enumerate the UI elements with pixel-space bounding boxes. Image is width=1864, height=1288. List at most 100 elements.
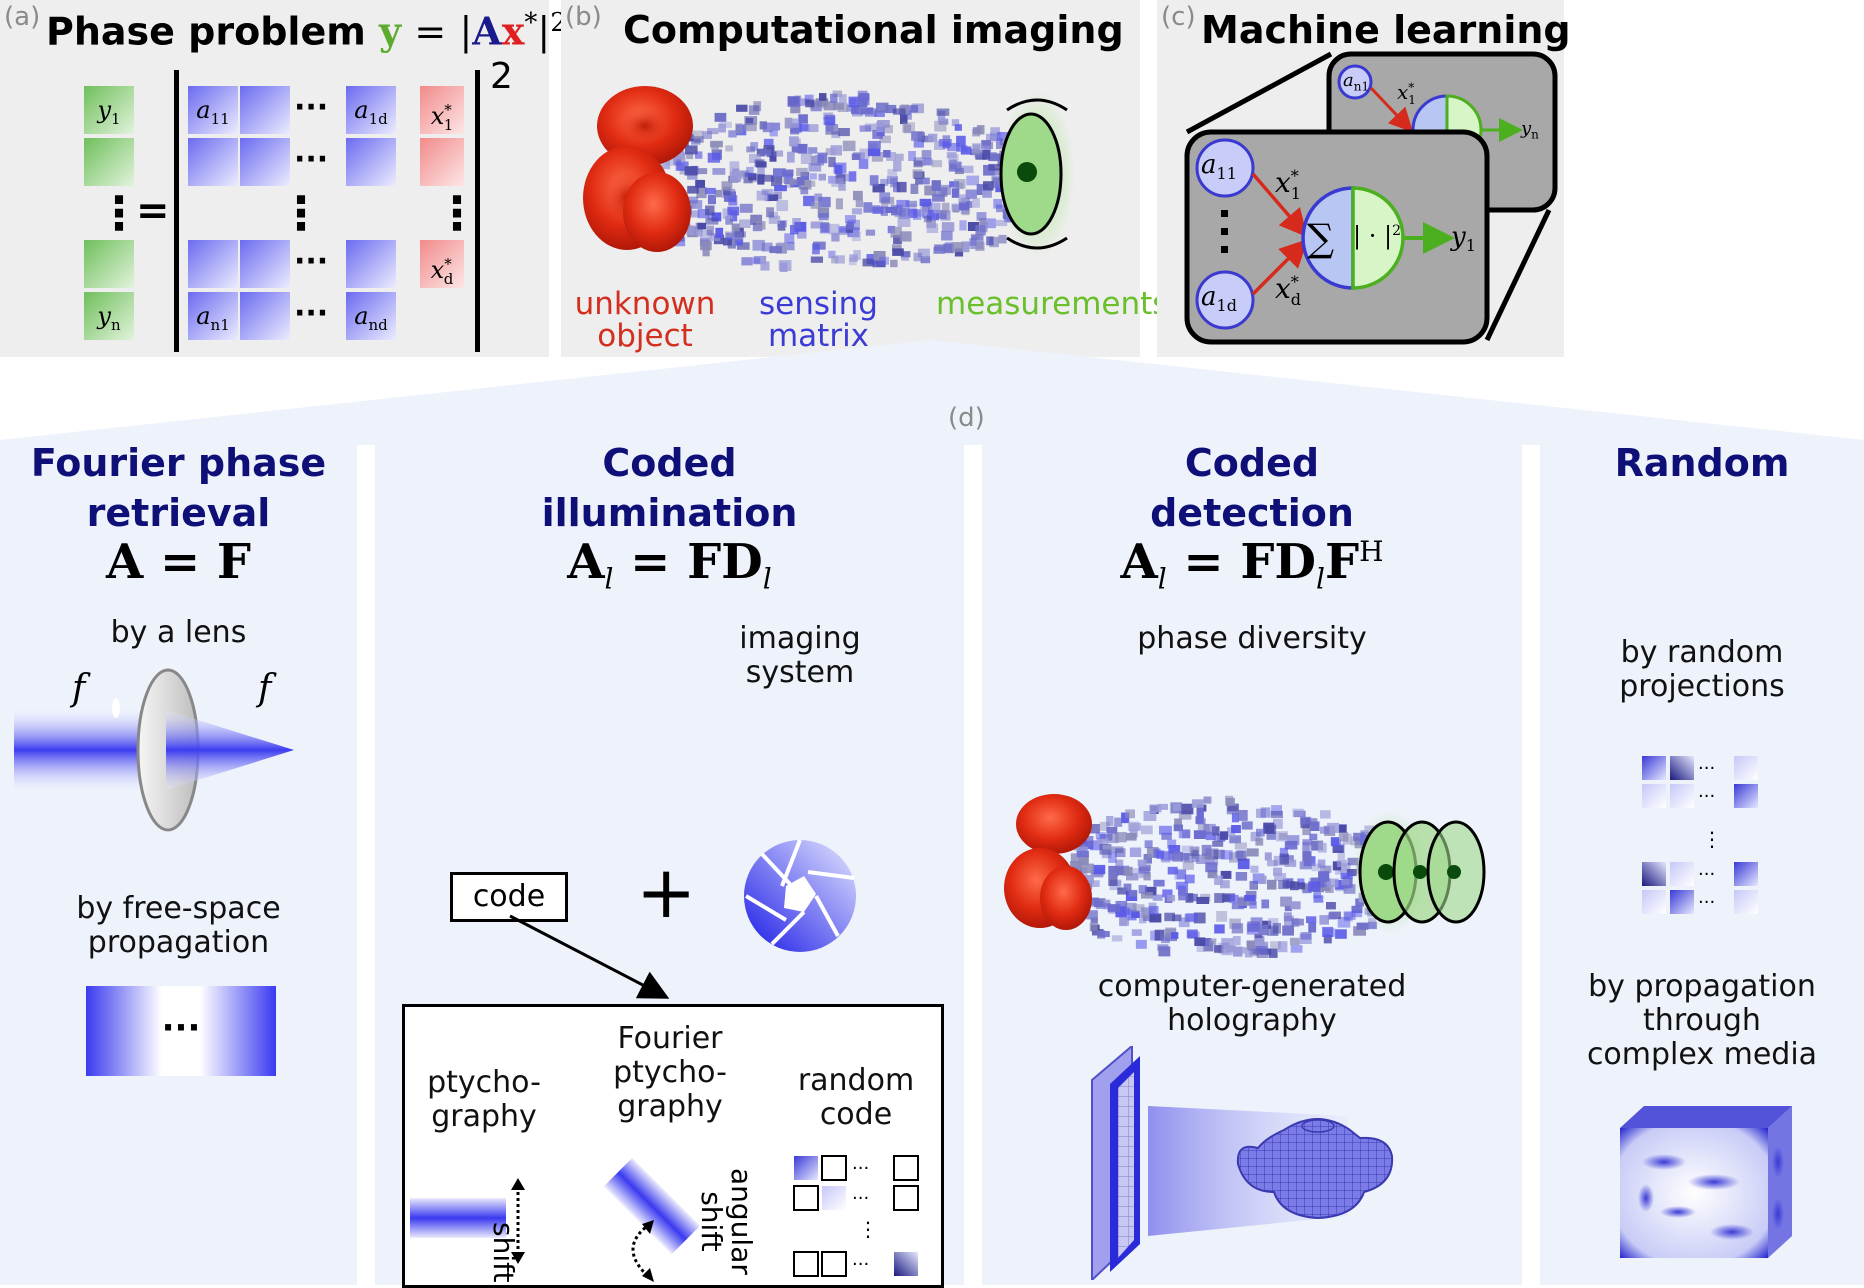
matrix-block [805, 99, 815, 108]
matrix-block [749, 153, 762, 164]
matrix-block [1232, 936, 1241, 946]
matrix-block [1284, 915, 1294, 926]
matrix-block [689, 200, 703, 209]
matrix-block [991, 175, 1005, 184]
matrix-block [1319, 878, 1331, 887]
panel-a-tag: (a) [4, 2, 41, 32]
matrix-block [1152, 894, 1163, 901]
matrix-block [757, 174, 765, 185]
matrix-block [1299, 861, 1312, 870]
matrix-block [1106, 816, 1114, 826]
matrix-block [1078, 855, 1089, 865]
matrix-block [818, 213, 829, 221]
matrix-block [748, 105, 760, 115]
matrix-block [728, 130, 737, 138]
matrix-block [903, 124, 912, 134]
matrix-block [848, 257, 857, 266]
matrix-block [1203, 941, 1214, 952]
matrix-block [1318, 871, 1330, 882]
matrix-block [808, 163, 822, 172]
matrix-block [1135, 939, 1147, 949]
matrix-block [998, 234, 1007, 244]
matrix-block [1237, 896, 1250, 906]
matrix-block [1186, 929, 1198, 939]
matrix-block [1220, 870, 1232, 879]
matrix-block [725, 231, 736, 238]
matrix-block [787, 151, 795, 163]
matrix-block [1123, 883, 1132, 892]
matrix-block [858, 158, 869, 169]
matrix-block [1115, 906, 1127, 918]
matrix-block [1267, 860, 1278, 867]
matrix-block [851, 153, 861, 160]
matrix-block [1216, 911, 1228, 922]
back-input-label: an1 [1343, 70, 1370, 94]
matrix-block [1205, 862, 1218, 873]
matrix-block [725, 145, 733, 152]
matrix-block [871, 205, 881, 212]
matrix-block [714, 189, 723, 198]
matrix-block [1153, 879, 1165, 887]
ptychography-label: ptycho- graphy [427, 1065, 541, 1134]
matrix-block [1191, 799, 1204, 808]
matrix-block [1089, 922, 1098, 932]
matrix-block [711, 142, 719, 153]
matrix-block [1227, 827, 1236, 838]
matrix-block [1121, 812, 1130, 824]
svg-text:···: ··· [852, 1158, 869, 1179]
matrix-block [1246, 923, 1259, 935]
computational-imaging-illustration [583, 86, 1075, 272]
matrix-block [707, 152, 721, 163]
matrix-block [710, 140, 723, 148]
matrix-block [1220, 880, 1230, 889]
matrix-block [1185, 893, 1194, 903]
matrix-block [741, 257, 753, 266]
matrix-block [746, 166, 754, 177]
matrix-block [731, 223, 740, 232]
matrix-block [846, 221, 855, 230]
matrix-block [798, 114, 808, 124]
matrix-block [1083, 836, 1094, 847]
matrix-block [954, 248, 964, 257]
matrix-block [712, 168, 726, 175]
matrix-block [922, 209, 935, 219]
matrix-block [1220, 850, 1233, 860]
matrix-block [895, 153, 904, 161]
a-cell-12 [240, 86, 290, 134]
matrix-block [1114, 848, 1126, 858]
matrix-block [1270, 941, 1281, 950]
matrix-block [883, 150, 891, 158]
x-cell-d [420, 240, 464, 288]
matrix-block [886, 152, 896, 161]
matrix-block [787, 242, 795, 251]
matrix-block [782, 169, 794, 177]
matrix-block [1164, 929, 1177, 938]
matrix-block [1282, 897, 1293, 906]
matrix-block [1127, 821, 1139, 831]
matrix-block [1178, 917, 1190, 928]
matrix-block [920, 207, 929, 215]
matrix-block [707, 128, 719, 135]
matrix-block [986, 218, 996, 229]
matrix-block [946, 152, 957, 159]
matrix-block [1311, 863, 1322, 872]
matrix-block [1182, 861, 1194, 870]
matrix-block [769, 151, 777, 162]
matrix-block [729, 161, 740, 172]
matrix-block [1175, 881, 1189, 890]
matrix-block [1129, 889, 1138, 897]
matrix-block [752, 257, 761, 264]
matrix-block [1097, 930, 1106, 939]
matrix-block [1233, 946, 1243, 957]
matrix-block [880, 198, 889, 209]
matrix-block [1205, 831, 1216, 841]
matrix-block [831, 256, 839, 264]
abs-square: 2 [490, 56, 513, 97]
matrix-block [993, 199, 1003, 209]
matrix-block [923, 159, 934, 166]
a-cell-32 [240, 240, 290, 288]
matrix-block [1231, 812, 1239, 823]
front-input-top-label: a11 [1201, 150, 1237, 184]
code-box: code [450, 872, 568, 922]
matrix-block [1126, 873, 1139, 881]
